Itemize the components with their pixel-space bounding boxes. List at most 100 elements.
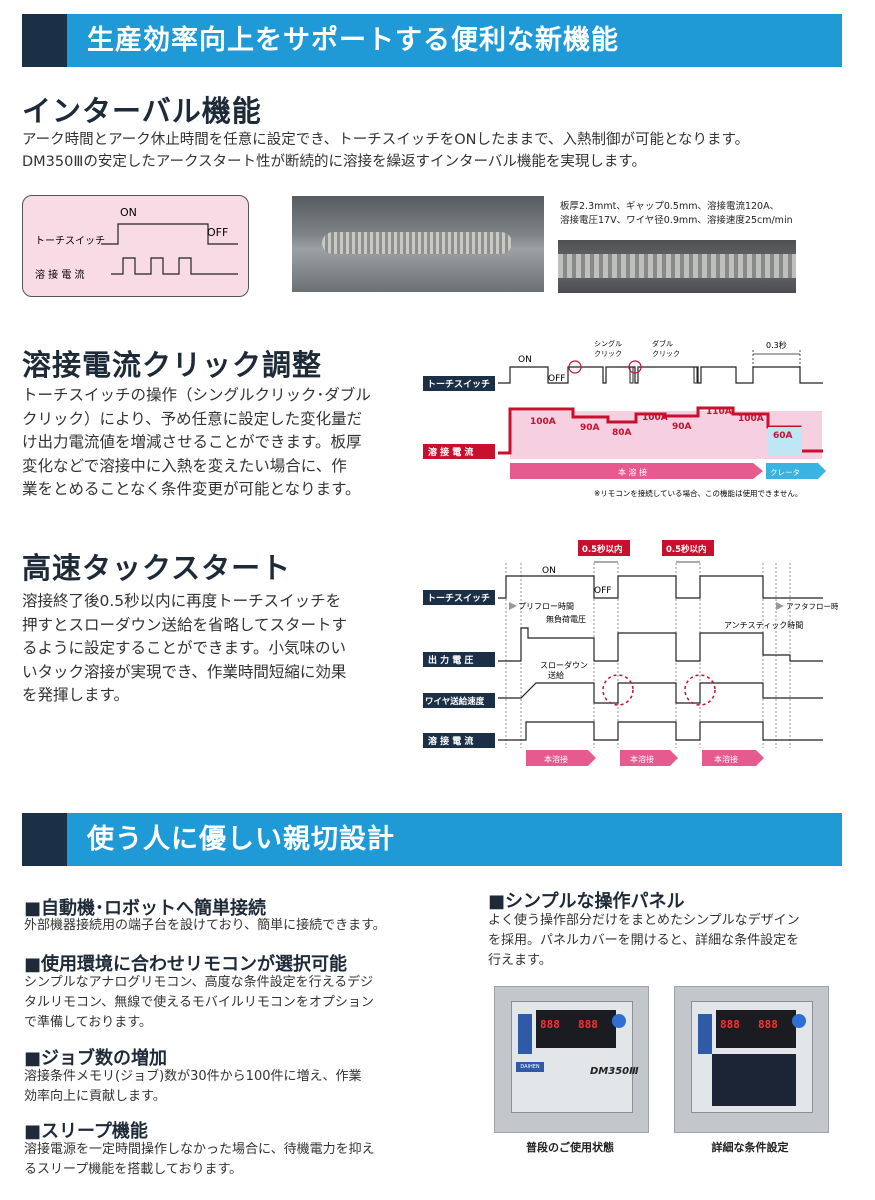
interval-timing-svg: ON OFF トーチスイッチ 溶 接 電 流 [35, 206, 238, 281]
feature-title-1: ■自動機･ロボットへ簡単接続 [24, 898, 267, 919]
feature-title-4: ■スリープ機能 [24, 1121, 148, 1142]
interval-on-label: ON [120, 206, 137, 219]
feature-4-line-2: るスリープ機能を搭載しております。 [24, 1162, 243, 1177]
feature-2-line-2: タルリモコン、無線で使えるモバイルリモコンをオプション [24, 995, 374, 1010]
banner-accent [22, 14, 67, 67]
banner-accent-2 [22, 813, 67, 866]
tack-on-label: ON [542, 566, 556, 576]
panel-open-digits-a: 888 [720, 1018, 740, 1031]
restart-marker-2 [684, 674, 716, 706]
interval-timing-diagram: ON OFF トーチスイッチ 溶 接 電 流 [22, 195, 249, 297]
interval-line-2: DM350Ⅲの安定したアークスタート性が断続的に溶接を繰返すインターバル機能を実… [22, 154, 646, 170]
feature-text-2: シンプルなアナログリモコン、高度な条件設定を行えるデジ タルリモコン、無線で使え… [24, 973, 374, 1033]
panel-open-knob [792, 1014, 806, 1028]
click-sec-label: 0.3秒 [766, 340, 787, 350]
click-current-label-box [423, 444, 495, 459]
tack-wire-label: ワイヤ送給速度 [425, 696, 485, 707]
tack-main-arrow-1 [526, 750, 596, 766]
panel-brand-badge: DAIHEN [516, 1062, 544, 1072]
feature-4-line-1: 溶接電源を一定時間操作しなかった場合に、待機電力を抑え [24, 1142, 375, 1157]
feature-title-3: ■ジョブ数の増加 [24, 1048, 168, 1069]
tack-torch-label: トーチスイッチ [427, 593, 490, 604]
slowdown-label-1: スローダウン [540, 660, 588, 670]
feature-2-line-3: で準備しております。 [24, 1015, 152, 1030]
feature-text-5: よく使う操作部分だけをまとめたシンプルなデザイン を採用。パネルカバーを開けると… [488, 911, 800, 971]
current-value-7: 100A [738, 414, 764, 424]
single-click-label-2: クリック [594, 350, 622, 358]
interval-line-1: アーク時間とアーク休止時間を任意に設定でき、トーチスイッチをONしたままで、入熱… [22, 132, 750, 148]
click-note: ※リモコンを接続している場合、この機能は使用できません。 [594, 488, 802, 498]
tack-main-label-3: 本溶接 [714, 754, 738, 764]
crater-arrow [766, 463, 826, 479]
weld-spec-line-2: 溶接電圧17V、ワイヤ径0.9mm、溶接速度25cm/min [560, 215, 793, 226]
interval-off-label: OFF [207, 226, 228, 239]
panel-digits-a: 888 [540, 1018, 560, 1031]
panel-open-left-buttons [698, 1014, 712, 1054]
weld-spec-line-1: 板厚2.3mmt、ギャップ0.5mm、溶接電流120A、 [560, 201, 780, 212]
slowdown-label-2: 送給 [548, 670, 564, 680]
weld-bead-photo [292, 196, 544, 292]
current-value-8: 60A [773, 431, 793, 441]
main-weld-arrow [510, 463, 763, 479]
tack-off-label: OFF [594, 586, 611, 596]
current-value-6: 110A [706, 407, 732, 417]
current-value-3: 80A [612, 428, 632, 438]
interval-description: アーク時間とアーク休止時間を任意に設定でき、トーチスイッチをONしたままで、入熱… [22, 129, 749, 173]
click-main-label: 本 溶 接 [618, 467, 647, 477]
double-click-label-2: クリック [652, 350, 680, 358]
feature-5-line-1: よく使う操作部分だけをまとめたシンプルなデザイン [488, 913, 800, 928]
tack-line-4: いタック溶接が実現でき、作業時間短縮に効果 [22, 662, 347, 681]
single-click-marker [568, 360, 582, 374]
feature-1-line-1: 外部機器接続用の端子台を設けており、簡単に接続できます。 [24, 918, 386, 933]
panel-open-digits-b: 888 [758, 1018, 778, 1031]
panel-display-area: 888 888 [536, 1010, 616, 1048]
interval-heading: インターバル機能 [22, 94, 262, 128]
panel-caption-normal: 普段のご使用状態 [526, 1141, 614, 1154]
section-banner-design: 使う人に優しい親切設計 [22, 813, 842, 866]
panel-face-open: 888 888 [691, 1001, 813, 1113]
antistick-label: アンチスティック時間 [724, 621, 803, 630]
click-line-3: け出力電流値を増減させることができます。板厚 [22, 433, 362, 451]
feature-title-5: ■シンプルな操作パネル [488, 891, 685, 912]
weld-bead-closeup [558, 254, 796, 278]
click-timing-diagram: トーチスイッチ 溶 接 電 流 ON OFF シングル クリック ダブル クリッ… [423, 339, 826, 498]
tack-timing-diagram: 0.5秒以内 0.5秒以内 トーチスイッチ 出 力 電 圧 ワイヤ送給速度 溶 … [423, 540, 838, 766]
afterflow-label: アフタフロー時間 [786, 602, 838, 611]
restart-marker-1 [602, 674, 634, 706]
click-current-label: 溶 接 電 流 [428, 446, 473, 458]
feature-text-3: 溶接条件メモリ(ジョブ)数が30件から100件に増え、作業 効率向上に貢献します… [24, 1067, 362, 1107]
panel-face: 888 888 DAIHEN DM350Ⅲ [511, 1001, 639, 1113]
tack-line-2: 押すとスローダウン送給を省略してスタートす [22, 615, 348, 634]
feature-3-line-1: 溶接条件メモリ(ジョブ)数が30件から100件に増え、作業 [24, 1069, 362, 1084]
noload-label: 無負荷電圧 [546, 614, 586, 624]
feature-5-line-2: を採用。パネルカバーを開けると、詳細な条件設定を [488, 933, 800, 948]
within-label-2: 0.5秒以内 [666, 544, 707, 555]
panel-knob [612, 1014, 626, 1028]
current-value-2: 90A [580, 423, 600, 433]
click-on-label: ON [518, 355, 532, 365]
panel-caption-detail: 詳細な条件設定 [711, 1141, 789, 1154]
crater-label: クレータ [770, 468, 800, 477]
click-torch-label-box [423, 376, 495, 391]
within-label-1: 0.5秒以内 [582, 544, 623, 555]
section-title-2: 使う人に優しい親切設計 [87, 824, 395, 855]
preflow-label: プリフロー時間 [518, 602, 574, 611]
current-value-5: 90A [672, 422, 692, 432]
current-value-1: 100A [530, 417, 556, 427]
feature-text-1: 外部機器接続用の端子台を設けており、簡単に接続できます。 [24, 916, 386, 936]
feature-5-line-3: 行えます。 [488, 953, 552, 968]
panel-digits-b: 888 [578, 1018, 598, 1031]
interval-torch-label: トーチスイッチ [35, 235, 105, 247]
click-line-5: 業をとめることなく条件変更が可能となります。 [22, 480, 361, 498]
weld-specs: 板厚2.3mmt、ギャップ0.5mm、溶接電流120A、 溶接電圧17V、ワイヤ… [560, 200, 793, 228]
panel-open-display-area: 888 888 [716, 1010, 796, 1048]
feature-2-line-1: シンプルなアナログリモコン、高度な条件設定を行えるデジ [24, 975, 374, 990]
section-banner-features: 生産効率向上をサポートする便利な新機能 [22, 14, 842, 67]
tack-main-arrow-2 [620, 750, 678, 766]
weld-bead [322, 232, 512, 254]
click-line-4: 変化などで溶接中に入熱を変えたい場合に、作 [22, 456, 347, 475]
section-title: 生産効率向上をサポートする便利な新機能 [87, 25, 619, 56]
panel-open-detail-area [712, 1054, 796, 1106]
tack-main-label-2: 本溶接 [630, 754, 654, 764]
double-click-marker [628, 360, 642, 374]
